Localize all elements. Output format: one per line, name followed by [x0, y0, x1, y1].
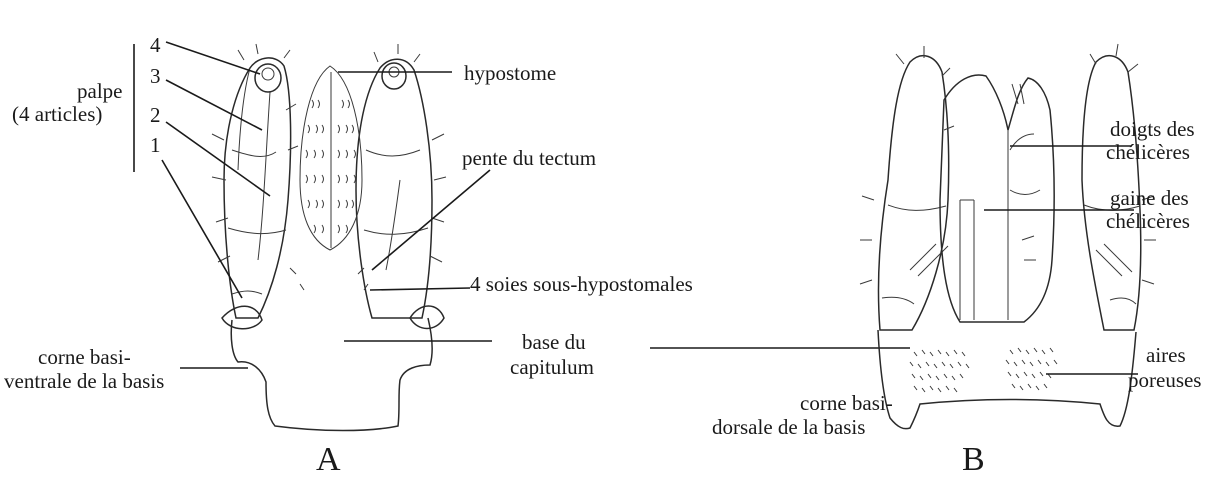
article-number-1: 1 — [150, 133, 161, 157]
gaine-label-2: chélicères — [1106, 209, 1190, 233]
base-capitulum-label-1: base du — [522, 330, 586, 354]
right-palp-outline — [356, 59, 432, 318]
aires-label-1: aires — [1146, 343, 1186, 367]
porose-area-left — [910, 350, 969, 392]
soies-label: 4 soies sous-hypostomales — [470, 272, 693, 296]
leader-article-4 — [166, 42, 260, 74]
article-number-3: 3 — [150, 64, 161, 88]
article-number-4: 4 — [150, 33, 161, 57]
palpe-label: palpe — [77, 79, 122, 103]
corne-dorsale-label-2: dorsale de la basis — [712, 415, 865, 439]
leader-article-2 — [166, 122, 270, 196]
doigts-label-2: chélicères — [1106, 140, 1190, 164]
figure-letter-a: A — [316, 441, 341, 478]
basis-outline-a — [231, 318, 432, 431]
doigts-label-1: doigts des — [1110, 117, 1195, 141]
leader-soies — [370, 288, 470, 290]
corne-ventrale-label-2: ventrale de la basis — [4, 369, 164, 393]
corne-dorsale-label-1: corne basi- — [800, 391, 893, 415]
gaine-label-1: gaine des — [1110, 186, 1189, 210]
leader-article-3 — [166, 80, 262, 130]
hypostome-label: hypostome — [464, 61, 556, 85]
figure-b-drawing — [860, 44, 1156, 429]
left-palp-b-outline — [878, 56, 948, 330]
pente-tectum-label: pente du tectum — [462, 146, 596, 170]
porose-area-right — [1006, 348, 1057, 390]
article-number-2: 2 — [150, 103, 161, 127]
basis-outline-b — [878, 330, 1136, 429]
left-palp-outline — [224, 58, 291, 318]
figure-letter-b: B — [962, 441, 985, 478]
chelicerae-outline — [940, 75, 1054, 322]
base-capitulum-label-2: capitulum — [510, 355, 594, 379]
palpe-articles-label: (4 articles) — [12, 102, 102, 126]
corne-ventrale-label-1: corne basi- — [38, 345, 131, 369]
aires-label-2: poreuses — [1128, 368, 1201, 392]
